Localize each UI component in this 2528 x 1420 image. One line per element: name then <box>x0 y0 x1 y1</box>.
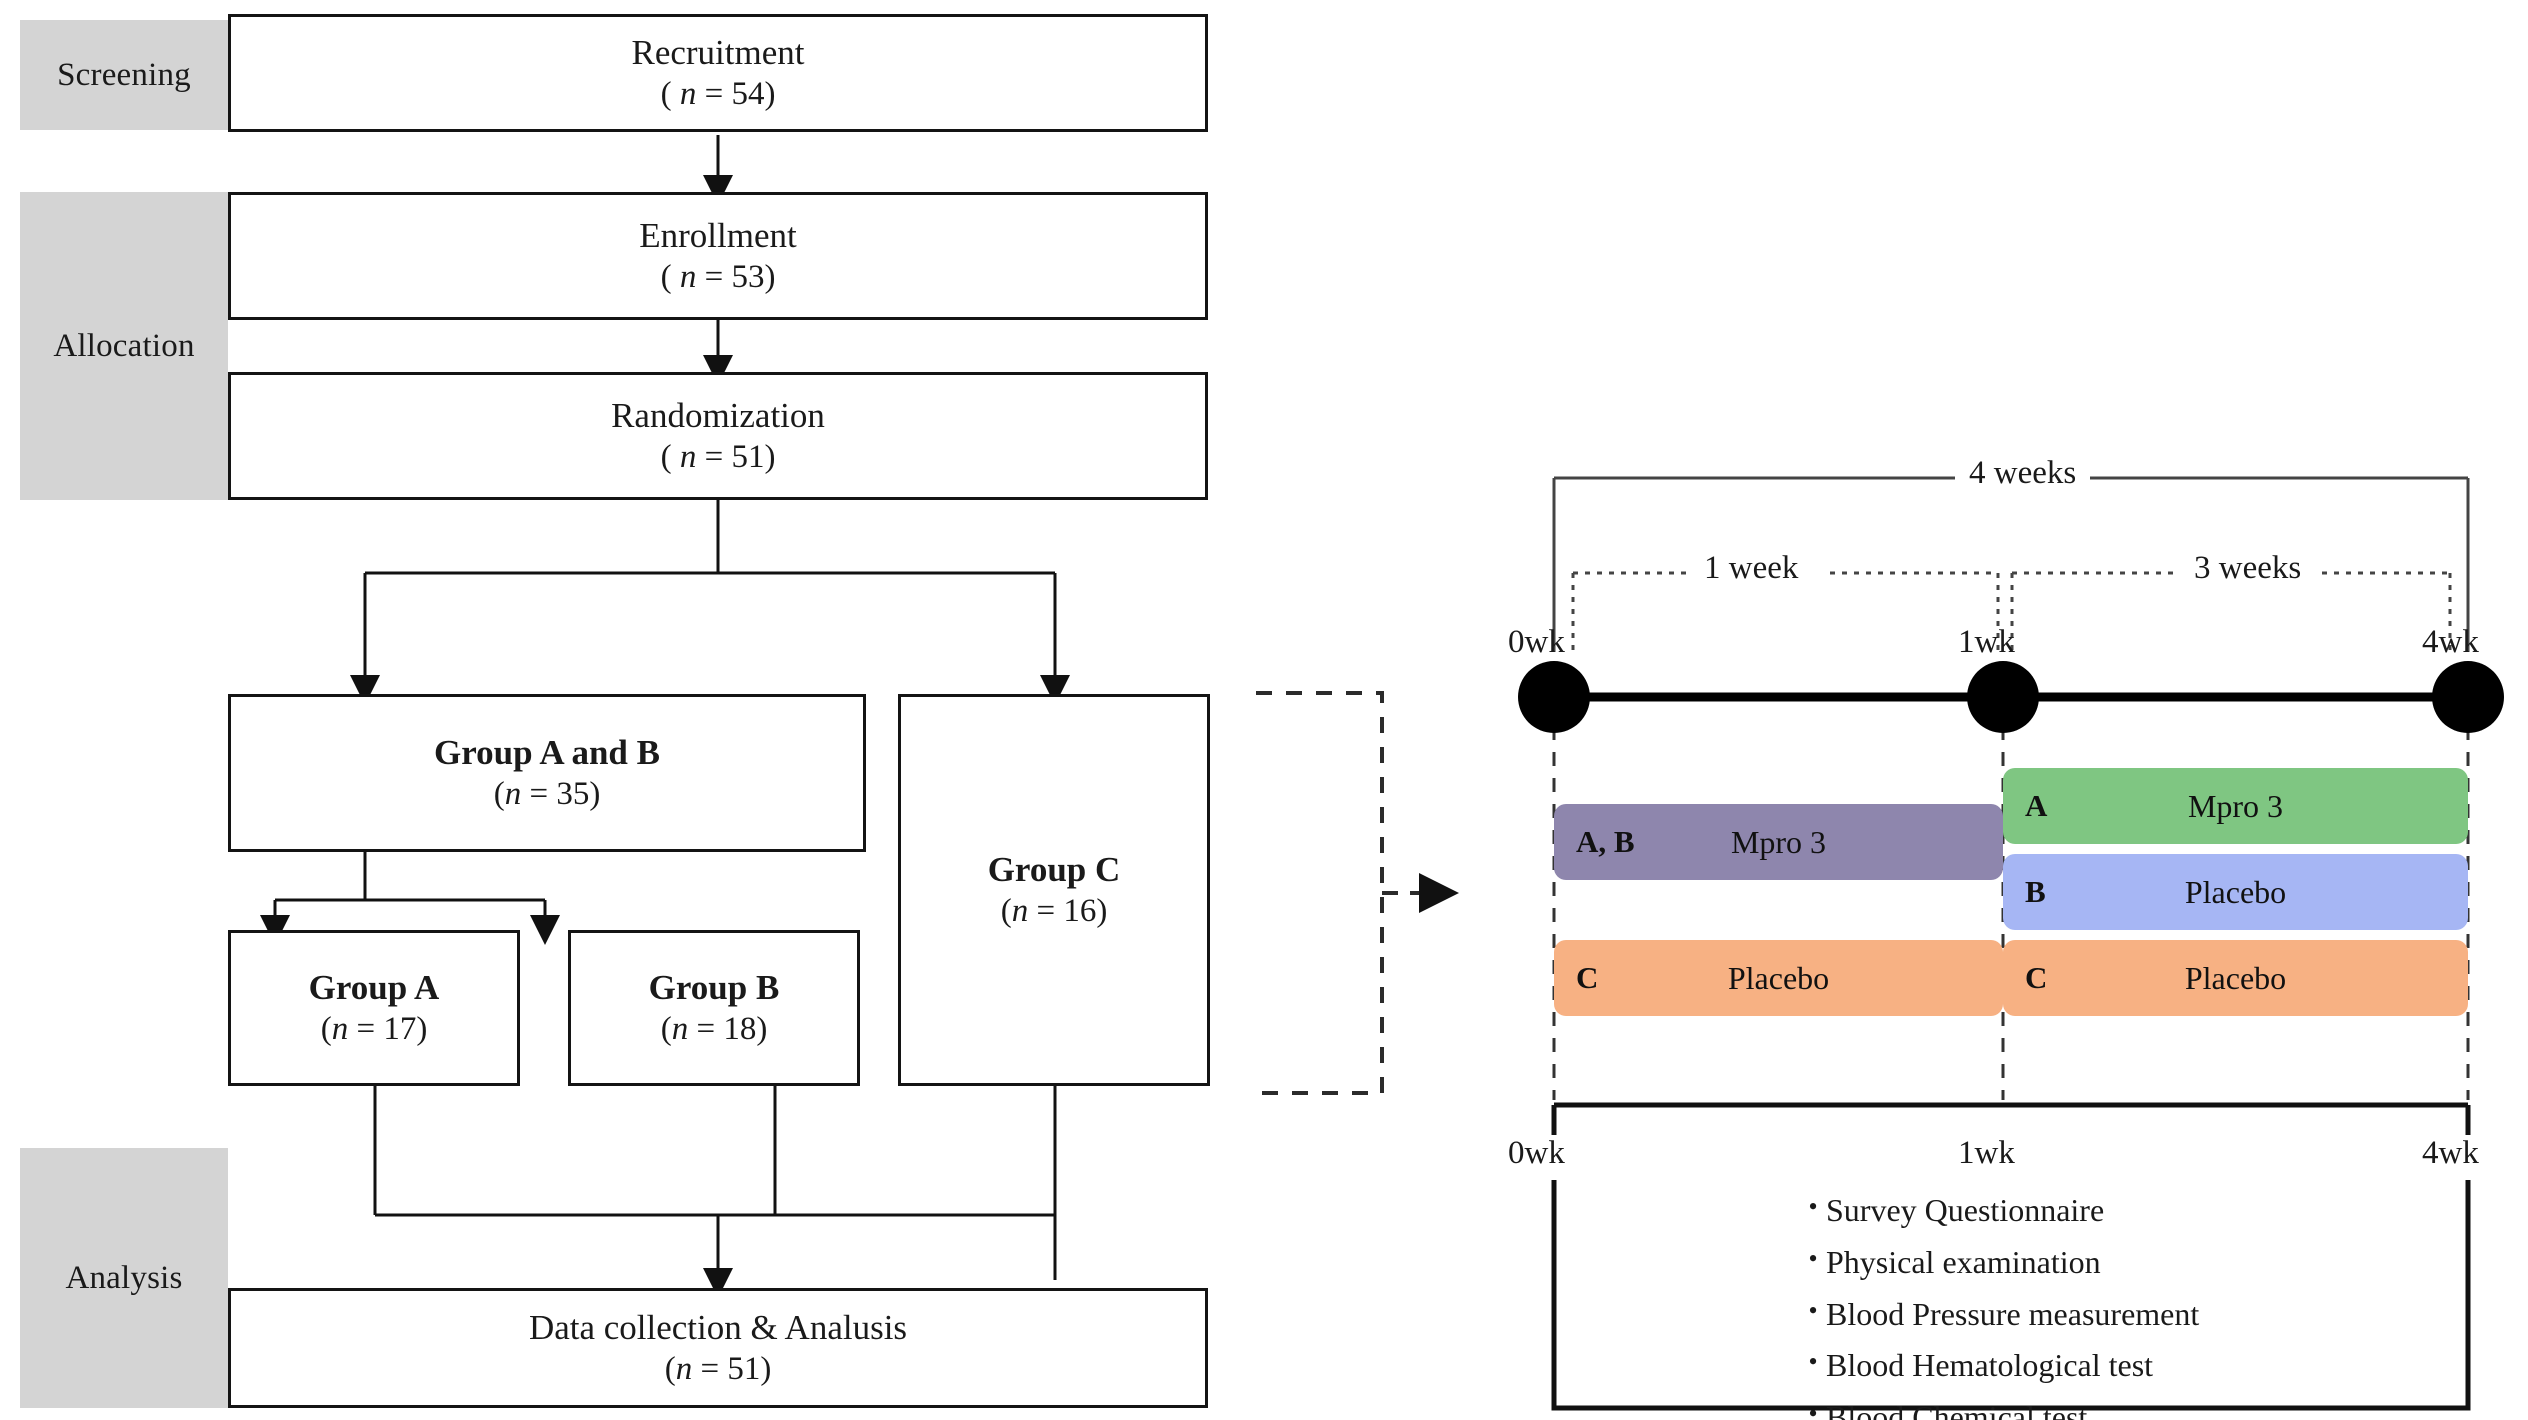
node-sample-size: ( n = 51) <box>660 439 776 476</box>
assessment-label: Blood Chemical test <box>1826 1399 2088 1420</box>
assessment-label: Blood Hematological test <box>1826 1347 2154 1384</box>
bar-b-placebo-week1[interactable]: B Placebo <box>2003 854 2468 930</box>
node-title: Group C <box>987 849 1121 889</box>
list-item: • Physical examination <box>1800 1237 2440 1289</box>
node-sample-size: ( n = 53) <box>660 259 776 296</box>
node-title: Enrollment <box>639 215 797 255</box>
list-item: • Blood Chemical test <box>1800 1392 2440 1420</box>
dashed-link-bracket <box>1256 691 1384 1095</box>
merge-to-data <box>373 1085 1057 1280</box>
node-group-a[interactable]: Group A (n = 17) <box>228 930 520 1086</box>
bullet-icon: • <box>1808 1295 1818 1325</box>
assessment-label: Blood Pressure measurement <box>1826 1295 2200 1332</box>
tick-top-4wk: 4wk <box>2422 624 2479 660</box>
list-item: • Survey Questionnaire <box>1800 1185 2440 1237</box>
node-group-b[interactable]: Group B (n = 18) <box>568 930 860 1086</box>
node-title: Data collection & Analusis <box>528 1307 908 1347</box>
bar-c-placebo-week1[interactable]: C Placebo <box>2003 940 2468 1016</box>
bar-c-placebo-week0[interactable]: C Placebo <box>1554 940 2003 1016</box>
node-title: Group B <box>648 967 780 1007</box>
node-sample-size: (n = 51) <box>664 1351 772 1388</box>
phase-band-analysis: Analysis <box>20 1148 228 1408</box>
bar-group-label: B <box>2025 874 2046 909</box>
phase-band-allocation: Allocation <box>20 192 228 500</box>
node-sample-size: (n = 16) <box>1000 893 1108 930</box>
node-sample-size: (n = 35) <box>493 776 601 813</box>
phase-label-analysis: Analysis <box>65 1259 183 1296</box>
node-title: Group A and B <box>434 732 660 772</box>
phase-label-allocation: Allocation <box>53 327 195 364</box>
node-title: Randomization <box>611 395 825 435</box>
node-sample-size: (n = 18) <box>660 1011 768 1048</box>
node-group-ab[interactable]: Group A and B (n = 35) <box>228 694 866 852</box>
bar-group-label: A <box>2025 788 2048 823</box>
list-item: • Blood Pressure measurement <box>1800 1289 2440 1341</box>
bullet-icon: • <box>1808 1347 1818 1377</box>
bar-treatment-label: Mpro 3 <box>1730 823 1827 860</box>
bar-group-label: A, B <box>1576 824 1635 859</box>
tick-bottom-4wk: 4wk <box>2422 1135 2479 1171</box>
bar-group-label: C <box>2025 960 2048 995</box>
tick-bottom-1wk: 1wk <box>1958 1135 2015 1171</box>
timeline-dot-1wk <box>1967 661 2039 733</box>
phase-band-screening: Screening <box>20 20 228 130</box>
phase-label-screening: Screening <box>57 56 191 93</box>
split-group-ab <box>275 850 545 902</box>
node-title: Group A <box>308 967 440 1007</box>
bracket-label-1-week: 1 week <box>1690 550 1813 587</box>
node-randomization[interactable]: Randomization ( n = 51) <box>228 372 1208 500</box>
bar-ab-mpro3-week0[interactable]: A, B Mpro 3 <box>1554 804 2003 880</box>
bar-treatment-label: Placebo <box>2184 959 2287 996</box>
split-randomization <box>365 499 1055 575</box>
list-item: • Blood Hematological test <box>1800 1340 2440 1392</box>
bar-a-mpro3-week1[interactable]: A Mpro 3 <box>2003 768 2468 844</box>
node-title: Recruitment <box>631 32 805 72</box>
bracket-label-4-weeks: 4 weeks <box>1955 455 2091 492</box>
bar-treatment-label: Placebo <box>1727 959 1830 996</box>
node-sample-size: ( n = 54) <box>660 76 776 113</box>
node-enrollment[interactable]: Enrollment ( n = 53) <box>228 192 1208 320</box>
node-recruitment[interactable]: Recruitment ( n = 54) <box>228 14 1208 132</box>
assessment-label: Physical examination <box>1826 1243 2101 1280</box>
bar-treatment-label: Placebo <box>2184 873 2287 910</box>
bullet-icon: • <box>1808 1192 1818 1221</box>
timeline-dot-0wk <box>1518 661 1590 733</box>
bar-group-label: C <box>1576 960 1599 995</box>
tick-top-1wk: 1wk <box>1958 624 2015 660</box>
bullet-icon: • <box>1808 1243 1818 1273</box>
node-data-collection[interactable]: Data collection & Analusis (n = 51) <box>228 1288 1208 1408</box>
timeline-dot-4wk <box>2432 661 2504 733</box>
tick-bottom-0wk: 0wk <box>1508 1135 1565 1171</box>
bracket-lower-axis <box>1551 1102 2471 1135</box>
node-group-c[interactable]: Group C (n = 16) <box>898 694 1210 1086</box>
bar-treatment-label: Mpro 3 <box>2187 787 2284 824</box>
assessments-list: • Survey Questionnaire • Physical examinat… <box>1800 1185 2440 1420</box>
assessment-label: Survey Questionnaire <box>1826 1192 2105 1228</box>
bullet-icon: • <box>1808 1399 1818 1420</box>
bracket-label-3-weeks: 3 weeks <box>2180 550 2316 587</box>
node-sample-size: (n = 17) <box>320 1011 428 1048</box>
tick-top-0wk: 0wk <box>1508 624 1565 660</box>
